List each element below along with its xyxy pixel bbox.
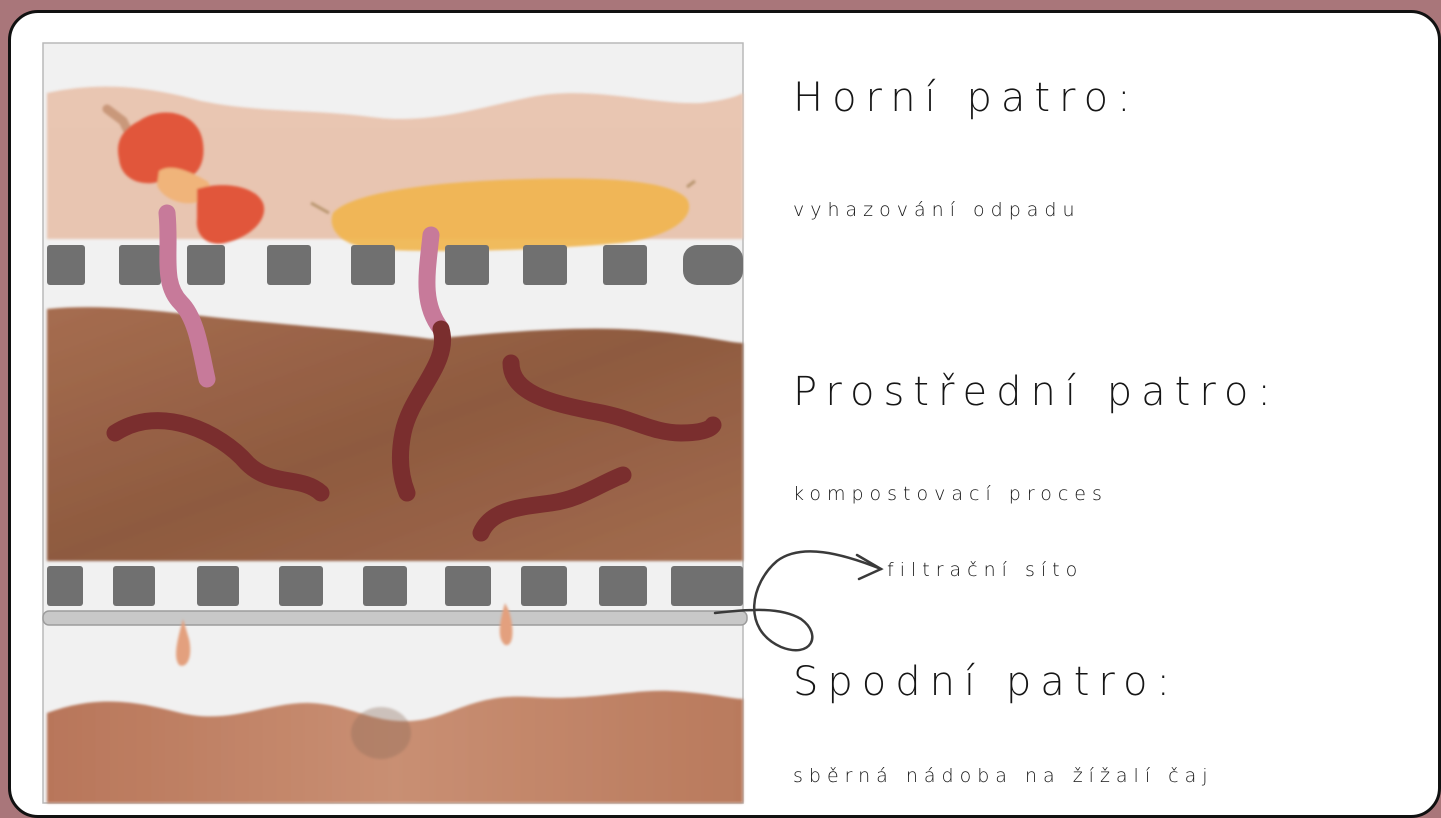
upper-grate bbox=[47, 245, 743, 285]
filter-label: filtrační síto bbox=[887, 559, 1083, 581]
bottom-tray-title: Spodní patro: bbox=[793, 659, 1179, 705]
top-tray-description: vyhazování odpadu bbox=[793, 199, 1081, 221]
middle-tray-title: Prostřední patro: bbox=[793, 369, 1280, 415]
vermicomposter-illustration bbox=[11, 13, 1441, 818]
middle-tray-description: kompostovací proces bbox=[793, 483, 1108, 505]
filter-mesh bbox=[43, 611, 747, 625]
lower-grate bbox=[47, 566, 743, 606]
top-tray-title: Horní patro: bbox=[793, 75, 1140, 121]
bottom-tray-description: sběrná nádoba na žížalí čaj bbox=[793, 765, 1214, 787]
diagram-card: Horní patro: vyhazování odpadu Prostředn… bbox=[8, 10, 1441, 818]
